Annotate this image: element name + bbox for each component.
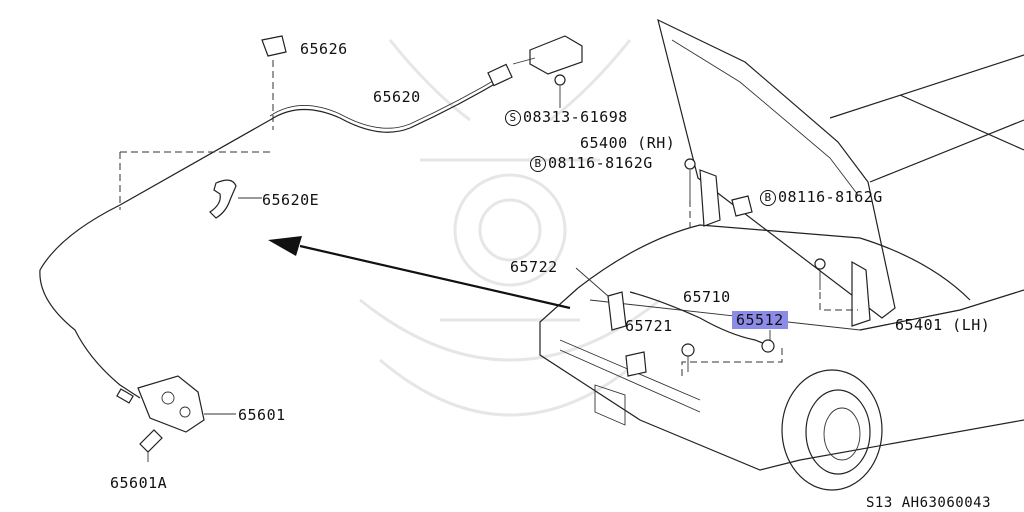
clip-65626 [261,35,287,57]
support-rod-65710 [629,291,766,345]
bolt-65601A [139,429,163,453]
part-number-b1: 08116-8162G [548,154,653,172]
hood-lock-65601 [116,375,236,433]
screw-08313 [554,74,566,86]
label-65721: 65721 [625,317,673,335]
label-65401: 65401 (LH) [895,316,991,334]
label-65620: 65620 [373,88,421,106]
hinge-bracket [731,195,753,217]
label-65601: 65601 [238,406,286,424]
label-65512-highlighted[interactable]: 65512 [732,311,788,329]
label-65620E: 65620E [262,191,320,209]
b-prefix-circle-2: B [760,190,776,206]
grommet-65512 [761,339,775,353]
arrowhead [268,236,302,256]
release-handle [529,35,583,75]
clip-65620E [209,179,237,219]
label-65710: 65710 [683,288,731,306]
striker [625,351,647,377]
hood-release-cable [39,77,506,399]
label-65626: 65626 [300,40,348,58]
car-body [539,18,1024,491]
cable-fitting [487,63,513,87]
label-65601A: 65601A [110,474,168,492]
direction-arrow [299,244,571,310]
hinge-65400 [699,169,721,227]
s-prefix-circle: S [505,110,521,126]
hinge-65401 [851,260,871,327]
part-number-08313: 08313-61698 [523,108,628,126]
clip-65721 [681,343,695,357]
diagram-reference-code: S13 AH63060043 [866,495,992,511]
bolt-b1 [684,158,696,170]
label-65722: 65722 [510,258,558,276]
b-prefix-circle: B [530,156,546,172]
label-65400: 65400 (RH) [580,134,676,152]
rod-holder-65722 [607,291,627,331]
bolt-b2 [814,258,826,270]
part-number-b2: 08116-8162G [778,188,883,206]
